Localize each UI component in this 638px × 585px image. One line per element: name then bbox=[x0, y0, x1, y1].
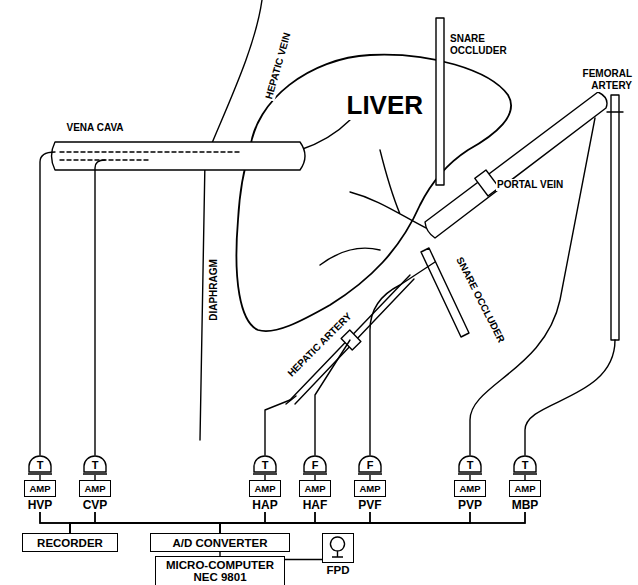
amplifier-unit: AMPHAP bbox=[245, 480, 285, 512]
illustration-stroke bbox=[341, 330, 361, 350]
transducer-dome: F bbox=[302, 455, 328, 475]
dome-shape bbox=[253, 456, 277, 474]
amplifier-box: AMP bbox=[299, 480, 331, 497]
amplifier-unit: AMPCVP bbox=[75, 480, 115, 512]
illustration-stroke bbox=[607, 111, 623, 112]
amplifier-unit: AMPHVP bbox=[20, 480, 60, 512]
illustration-stroke bbox=[436, 18, 444, 185]
dome-shape bbox=[458, 456, 482, 474]
equipment-box: MICRO-COMPUTER NEC 9801 bbox=[155, 556, 285, 585]
signal-name: HVP bbox=[20, 498, 60, 512]
illustration-stroke bbox=[425, 92, 607, 238]
transducer-letter: T bbox=[457, 455, 483, 471]
amplifier-unit: AMPPVF bbox=[350, 480, 390, 512]
display-icon bbox=[323, 534, 352, 561]
amplifier-box: AMP bbox=[354, 480, 386, 497]
transducer-dome: T bbox=[512, 455, 538, 475]
signal-wire bbox=[220, 512, 525, 533]
transducer-letter: T bbox=[27, 455, 53, 471]
femoral-artery bbox=[607, 95, 623, 340]
anatomy-label: HEPATIC ARTERY bbox=[285, 310, 355, 380]
amplifier-box: AMP bbox=[249, 480, 281, 497]
illustration-stroke bbox=[315, 340, 350, 455]
organ-name: LIVER bbox=[346, 90, 425, 120]
amplifier-box: AMP bbox=[454, 480, 486, 497]
dome-shape bbox=[358, 456, 382, 474]
equipment-box: RECORDER bbox=[22, 533, 118, 552]
display-name: FPD bbox=[313, 564, 363, 577]
illustration-stroke bbox=[290, 275, 414, 404]
transducer-dome: T bbox=[27, 455, 53, 475]
transducer-dome: F bbox=[357, 455, 383, 475]
illustration-stroke bbox=[286, 396, 296, 404]
illustration-stroke bbox=[525, 340, 615, 455]
amplifier-unit: AMPMBP bbox=[505, 480, 545, 512]
transducer-dome: T bbox=[252, 455, 278, 475]
signal-wire bbox=[40, 512, 220, 533]
amplifier-box: AMP bbox=[79, 480, 111, 497]
illustration-stroke bbox=[95, 160, 105, 455]
equipment-name: MICRO-COMPUTER NEC 9801 bbox=[160, 559, 280, 583]
signal-name: HAP bbox=[245, 498, 285, 512]
anatomy-label: PORTAL VEIN bbox=[496, 179, 564, 191]
transducer-letter: T bbox=[512, 455, 538, 471]
transducer-dome: T bbox=[82, 455, 108, 475]
display-screen bbox=[330, 537, 344, 557]
signal-name: PVF bbox=[350, 498, 390, 512]
anatomy-label: DIAPHRAGM bbox=[208, 258, 220, 322]
vena-cava bbox=[52, 142, 306, 170]
amplifier-box: AMP bbox=[509, 480, 541, 497]
dome-shape bbox=[513, 456, 537, 474]
anatomy-label: FEMORAL ARTERY bbox=[567, 68, 633, 92]
anatomy-label: SNARE OCCLUDER bbox=[453, 254, 507, 345]
transducer-letter: F bbox=[302, 455, 328, 471]
dome-shape bbox=[28, 456, 52, 474]
dome-shape bbox=[83, 456, 107, 474]
anatomy-label: HEPATIC VEIN bbox=[262, 30, 293, 101]
equipment-box: A/D CONVERTER bbox=[150, 533, 290, 552]
signal-name: PVP bbox=[450, 498, 490, 512]
illustration-stroke bbox=[60, 152, 240, 160]
amplifier-unit: AMPPVP bbox=[450, 480, 490, 512]
amplifier-box: AMP bbox=[24, 480, 56, 497]
anatomy-label: VENA CAVA bbox=[66, 122, 125, 134]
illustration-stroke bbox=[40, 152, 55, 455]
illustration-stroke bbox=[611, 95, 619, 340]
snare-occluder bbox=[421, 18, 469, 337]
illustration-stroke bbox=[370, 262, 435, 455]
illustration-stroke bbox=[470, 118, 595, 455]
illustration-stroke bbox=[52, 142, 306, 170]
transducer-letter: F bbox=[357, 455, 383, 471]
dome-shape bbox=[303, 456, 327, 474]
amplifier-unit: AMPHAF bbox=[295, 480, 335, 512]
illustration-stroke bbox=[300, 120, 430, 265]
signal-name: HAF bbox=[295, 498, 335, 512]
display-box: FPD bbox=[322, 533, 354, 563]
anatomy-label: SNARE OCCLUDER bbox=[449, 33, 515, 57]
signal-wire bbox=[70, 512, 525, 533]
signal-name: MBP bbox=[505, 498, 545, 512]
transducer-letter: T bbox=[252, 455, 278, 471]
transducer-dome: T bbox=[457, 455, 483, 475]
portal-vein bbox=[425, 92, 607, 238]
signal-wire bbox=[95, 512, 220, 533]
signal-wire bbox=[285, 559, 322, 560]
transducer-letter: T bbox=[82, 455, 108, 471]
equipment-name: RECORDER bbox=[37, 537, 103, 549]
equipment-name: A/D CONVERTER bbox=[172, 537, 267, 549]
catheter-line bbox=[40, 118, 615, 455]
signal-name: CVP bbox=[75, 498, 115, 512]
illustration-stroke bbox=[265, 400, 290, 455]
